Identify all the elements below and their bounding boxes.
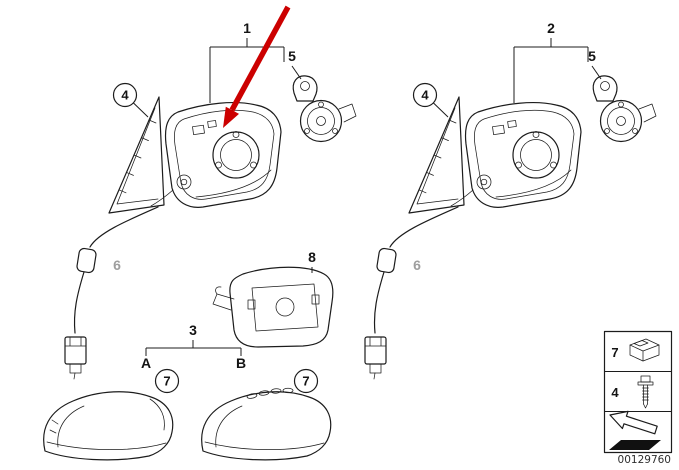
callout-2-bracket (513, 38, 589, 103)
callout-4-left-circle (112, 82, 138, 108)
callout-2-label: 2 (547, 20, 555, 36)
callout-4-right-leader (433, 102, 449, 118)
callout-3-bracket (145, 340, 242, 356)
callout-7-b-label: 7 (302, 374, 309, 389)
legend-clip-label: 7 (611, 345, 618, 360)
clip-icon (629, 338, 660, 362)
callout-4-left-label: 4 (121, 88, 129, 103)
legend-dividers (604, 371, 672, 412)
direction-arrow-icon (609, 410, 661, 450)
legend-frame (603, 330, 673, 454)
callout-4-left-leader (133, 102, 149, 118)
callout-5-left-leader (291, 65, 302, 80)
screw-icon (637, 375, 654, 409)
mirror-glass-part (212, 266, 334, 348)
variant-a-label: A (141, 355, 151, 371)
callout-7-a-circle (154, 368, 180, 394)
legend-screw-label: 4 (611, 385, 619, 400)
callout-6-left-label: 6 (113, 257, 121, 273)
callout-5-right-label: 5 (588, 48, 596, 64)
callout-8-label: 8 (308, 249, 316, 265)
callout-3-label: 3 (189, 322, 197, 338)
callout-4-right-circle (412, 82, 438, 108)
callout-7-b-circle (293, 368, 319, 394)
callout-6-right-label: 6 (413, 257, 421, 273)
variant-b-label: B (236, 355, 246, 371)
callout-5-left-label: 5 (288, 48, 296, 64)
cover-cap-a (43, 391, 174, 461)
callout-1-bracket (209, 38, 285, 103)
callout-4-right-label: 4 (421, 88, 429, 103)
document-number: 00129760 (618, 454, 671, 466)
red-highlight-arrow (223, 5, 291, 128)
cover-cap-b (201, 387, 332, 461)
callout-5-right-leader (591, 65, 602, 80)
callout-7-a-label: 7 (163, 374, 170, 389)
callout-1-label: 1 (243, 20, 251, 36)
legend-box: 7 4 (603, 330, 673, 454)
